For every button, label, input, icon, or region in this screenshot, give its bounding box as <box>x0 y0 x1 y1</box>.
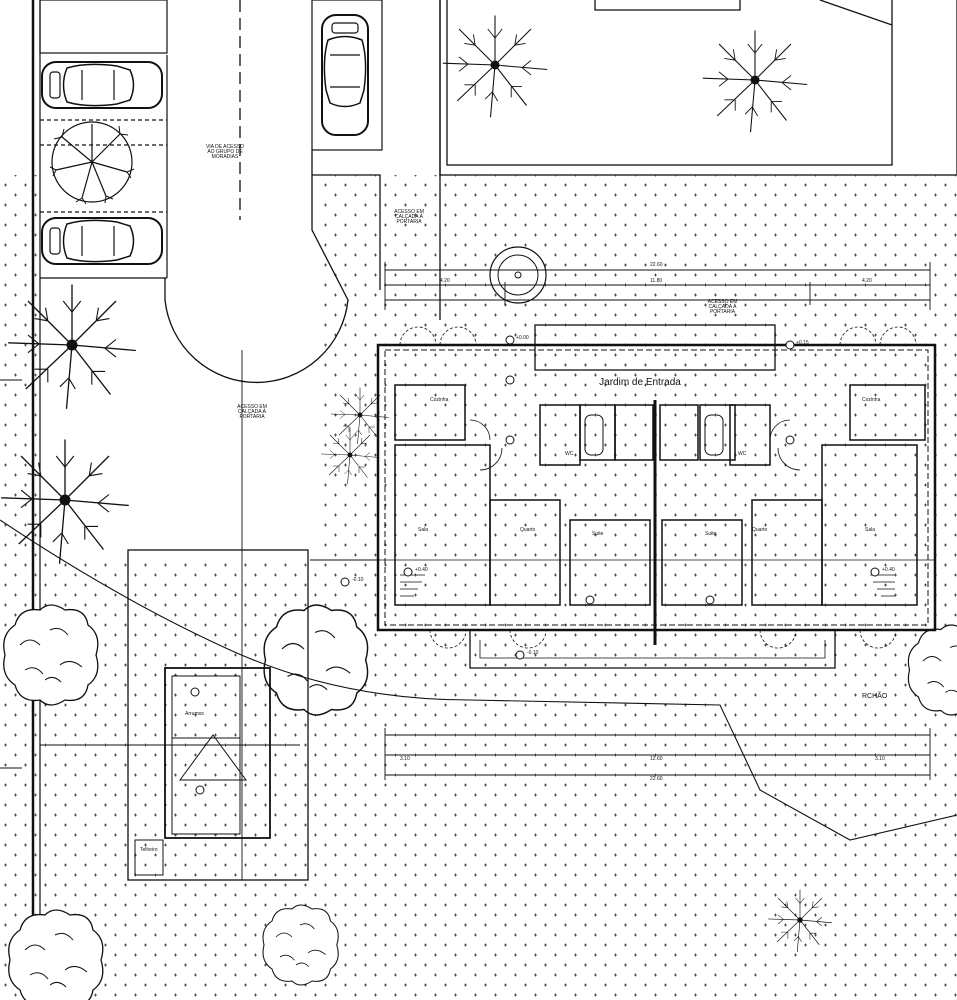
neighbour-plot <box>439 0 957 176</box>
garden-front-label: Jardim de Entrada <box>599 377 681 388</box>
dim-bottom-sub1: 3.10 <box>400 756 410 762</box>
dim-top-sub1: 4.20 <box>440 278 450 284</box>
bedroom-1-label: Quarto <box>520 527 536 533</box>
house-block <box>376 324 937 669</box>
access-road <box>164 0 441 384</box>
dimension-lines-top <box>384 262 931 310</box>
bedroom-3-label: Suite <box>592 531 604 537</box>
level-value: +0.00 <box>516 335 529 341</box>
tree-cloud-icon <box>262 904 339 986</box>
dim-bottom-total: 22.60 <box>650 776 663 782</box>
access-gate-label: ACESSO EM CALÇADA À PORTARIA <box>394 209 424 225</box>
dim-top-sub2: 11.80 <box>650 278 663 284</box>
shed-building <box>127 549 309 881</box>
contour-line <box>0 519 957 841</box>
living-left-label: Sala <box>418 527 429 533</box>
parked-car-1 <box>41 61 163 109</box>
level-markers <box>190 335 880 795</box>
tree-cloud-icon <box>3 604 99 706</box>
bedroom-4-label: Suite <box>705 531 717 537</box>
parked-car-2 <box>41 217 163 265</box>
tree-cloud-icon <box>263 604 369 716</box>
tree-cloud-icon <box>8 909 104 1000</box>
access-garage-label: ACESSO EM CALÇADA À PORTARIA <box>237 404 267 420</box>
level-value: -0.10 <box>352 577 364 583</box>
level-value: +0.15 <box>796 340 809 346</box>
dimension-lines-bottom <box>40 350 931 880</box>
level-value: +0.40 <box>415 567 428 573</box>
bathroom-2-label: WC <box>738 451 747 457</box>
access-entrance-label: ACESSO EM CALÇADA À PORTARIA <box>707 299 738 315</box>
level-label: RCHÃO <box>862 693 888 700</box>
level-value: +0.40 <box>882 567 895 573</box>
storage-label: Arrumos <box>185 711 204 717</box>
parked-car-3 <box>321 14 369 136</box>
kitchen-right-label: Cozinha <box>862 397 881 403</box>
dim-top-total: 22.60 <box>650 262 663 268</box>
sun-tree-icon <box>489 246 547 304</box>
living-right-label: Sala <box>865 527 876 533</box>
bedroom-2-label: Quarto <box>752 527 768 533</box>
bathroom-1-label: WC <box>565 451 574 457</box>
road-boundary <box>0 0 41 1000</box>
shed-label: Telheiro <box>140 847 158 853</box>
parking-area <box>39 0 383 279</box>
access-road-label: VIA DE ACESSO AO GRUPO DE MORADIAS <box>205 144 245 160</box>
dim-top-sub3: 4.20 <box>862 278 872 284</box>
level-value: -0.10 <box>527 650 539 656</box>
dim-bottom-sub3: 3.10 <box>875 756 885 762</box>
kitchen-left-label: Cozinha <box>430 397 449 403</box>
dim-bottom-sub2: 12.60 <box>650 756 663 762</box>
